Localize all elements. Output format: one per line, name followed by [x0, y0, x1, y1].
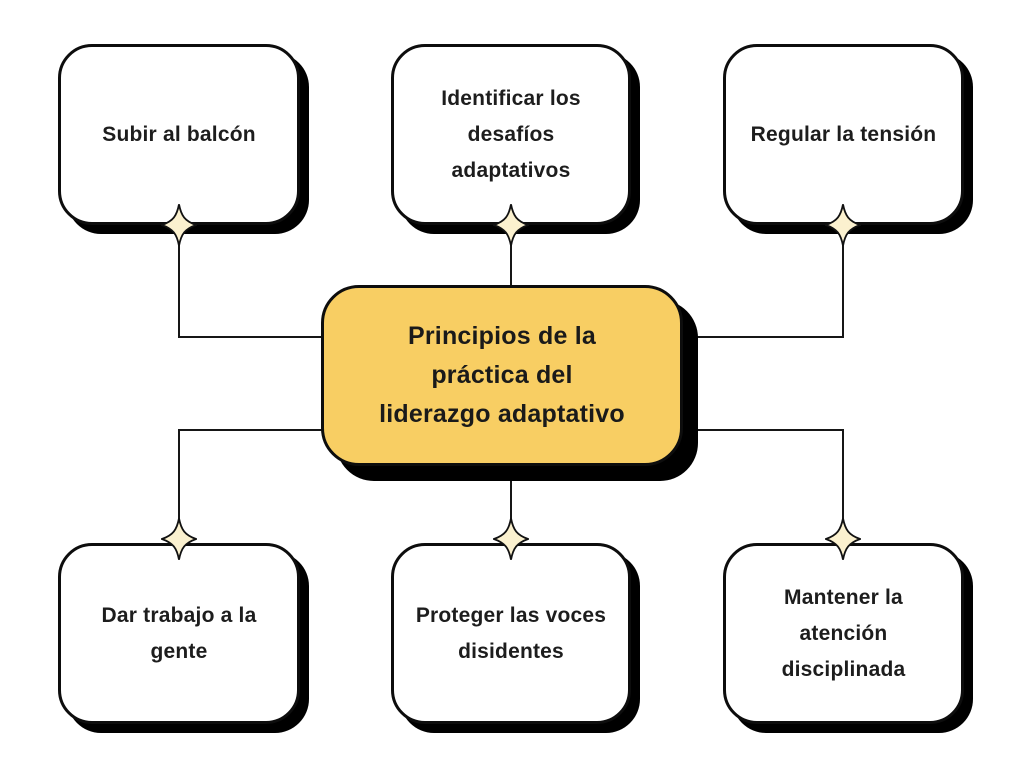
connector-bottom-left [178, 429, 340, 540]
node-dar-trabajo: Dar trabajo a la gente [58, 543, 300, 724]
connector-top-left [178, 225, 340, 338]
sparkle-icon [493, 204, 529, 246]
node-mantener-atencion: Mantener la atención disciplinada [723, 543, 964, 724]
node-label: Identificar los desafíos adaptativos [441, 86, 581, 182]
node-label: Regular la tensión [750, 122, 937, 146]
node-label: Proteger las voces disidentes [415, 603, 607, 663]
sparkle-icon [161, 204, 197, 246]
node-regular-tension: Regular la tensión [723, 44, 964, 225]
center-node-label: Principios de la práctica del liderazgo … [379, 322, 625, 428]
node-proteger-voces: Proteger las voces disidentes [391, 543, 631, 724]
node-label: Dar trabajo a la gente [101, 603, 257, 663]
connector-top-right [690, 225, 844, 338]
sparkle-icon [161, 518, 197, 560]
node-principios-liderazgo-adaptativo: Principios de la práctica del liderazgo … [321, 285, 683, 466]
sparkle-icon [493, 518, 529, 560]
sparkle-icon [825, 204, 861, 246]
sparkle-icon [825, 518, 861, 560]
node-subir-al-balcon: Subir al balcón [58, 44, 300, 225]
node-label: Subir al balcón [102, 122, 256, 146]
node-label: Mantener la atención disciplinada [781, 585, 906, 681]
node-identificar-desafios: Identificar los desafíos adaptativos [391, 44, 631, 225]
connector-bottom-right [690, 429, 844, 540]
